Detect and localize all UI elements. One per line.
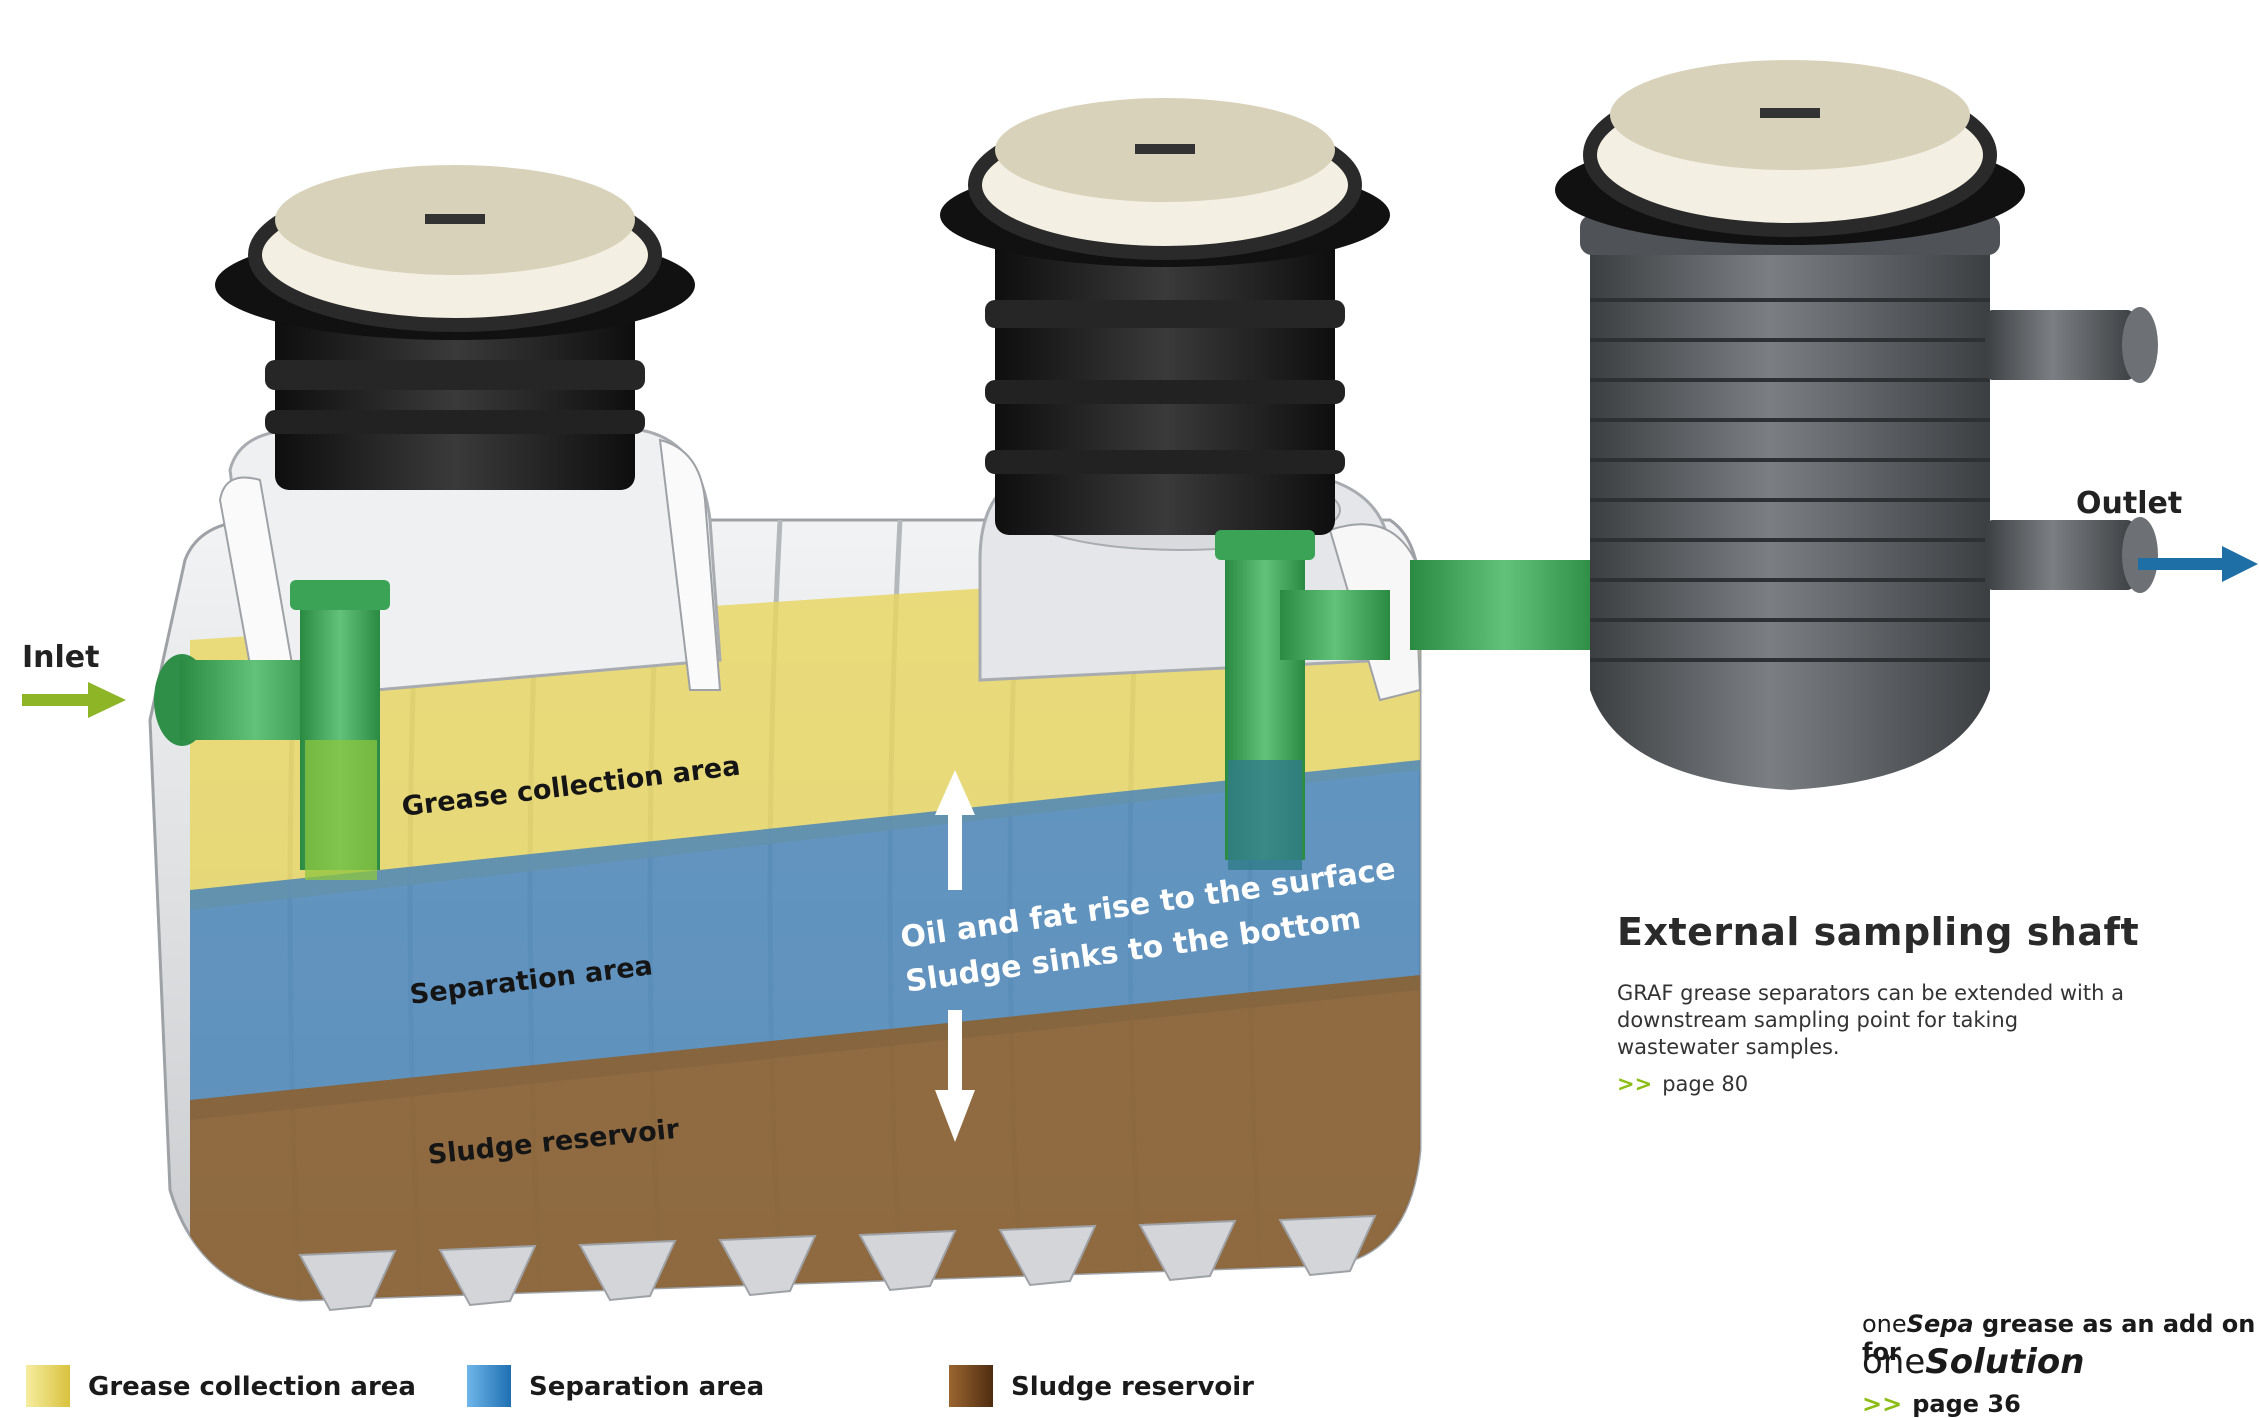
info-page-link[interactable]: >> page 80 bbox=[1617, 1072, 1748, 1096]
info-body: GRAF grease separators can be extended w… bbox=[1617, 981, 2124, 1059]
promo-page-link[interactable]: >> page 36 bbox=[1862, 1390, 2021, 1418]
sludge-layer bbox=[190, 975, 1420, 1300]
promo-prefix2: one bbox=[1862, 1342, 1926, 1382]
left-lid bbox=[215, 165, 695, 340]
legend-label-sludge: Sludge reservoir bbox=[1011, 1372, 1254, 1402]
outlet-label: Outlet bbox=[2076, 486, 2183, 521]
separation-layer bbox=[190, 760, 1420, 1120]
inlet-label: Inlet bbox=[22, 640, 100, 675]
right-lid bbox=[1555, 60, 2025, 245]
promo-line: oneSepa grease as an add on for bbox=[1862, 1310, 2259, 1366]
chevron-right-icon: >> bbox=[1617, 1072, 1653, 1096]
legend-item-sludge: Sludge reservoir bbox=[1011, 1365, 1254, 1407]
outlet-pipe bbox=[1215, 530, 1390, 870]
info-title: External sampling shaft bbox=[1617, 910, 2140, 954]
sink-arrow bbox=[935, 1010, 975, 1142]
legend-swatch-grease bbox=[26, 1365, 70, 1407]
middle-riser bbox=[985, 235, 1345, 535]
legend-label-separation: Separation area bbox=[529, 1372, 765, 1402]
legend-item-grease: Grease collection area bbox=[88, 1365, 416, 1407]
rise-arrow bbox=[935, 770, 975, 890]
legend-item-separation: Separation area bbox=[529, 1365, 764, 1407]
info-page-ref: page 80 bbox=[1662, 1072, 1749, 1096]
legend-label-grease: Grease collection area bbox=[88, 1372, 416, 1402]
promo-page-ref: page 36 bbox=[1912, 1390, 2021, 1418]
connection-pipe bbox=[1410, 560, 1600, 650]
legend-swatch-separation bbox=[467, 1365, 511, 1407]
inlet-arrow bbox=[22, 682, 126, 718]
chevron-right-icon: >> bbox=[1862, 1390, 1903, 1418]
inlet-pipe bbox=[154, 580, 390, 880]
legend-swatch-sludge bbox=[949, 1365, 993, 1407]
promo-prefix: one bbox=[1862, 1310, 1907, 1338]
promo-sepa: Sepa bbox=[1906, 1310, 1974, 1338]
middle-lid bbox=[940, 98, 1390, 267]
promo-rest: grease as an add on for bbox=[1862, 1310, 2256, 1366]
sampling-shaft bbox=[1580, 215, 2158, 790]
left-riser bbox=[265, 300, 645, 490]
promo-solution: oneSolution bbox=[1862, 1342, 2084, 1382]
outlet-arrow bbox=[2138, 546, 2258, 582]
promo-solution-word: Solution bbox=[1925, 1342, 2085, 1382]
